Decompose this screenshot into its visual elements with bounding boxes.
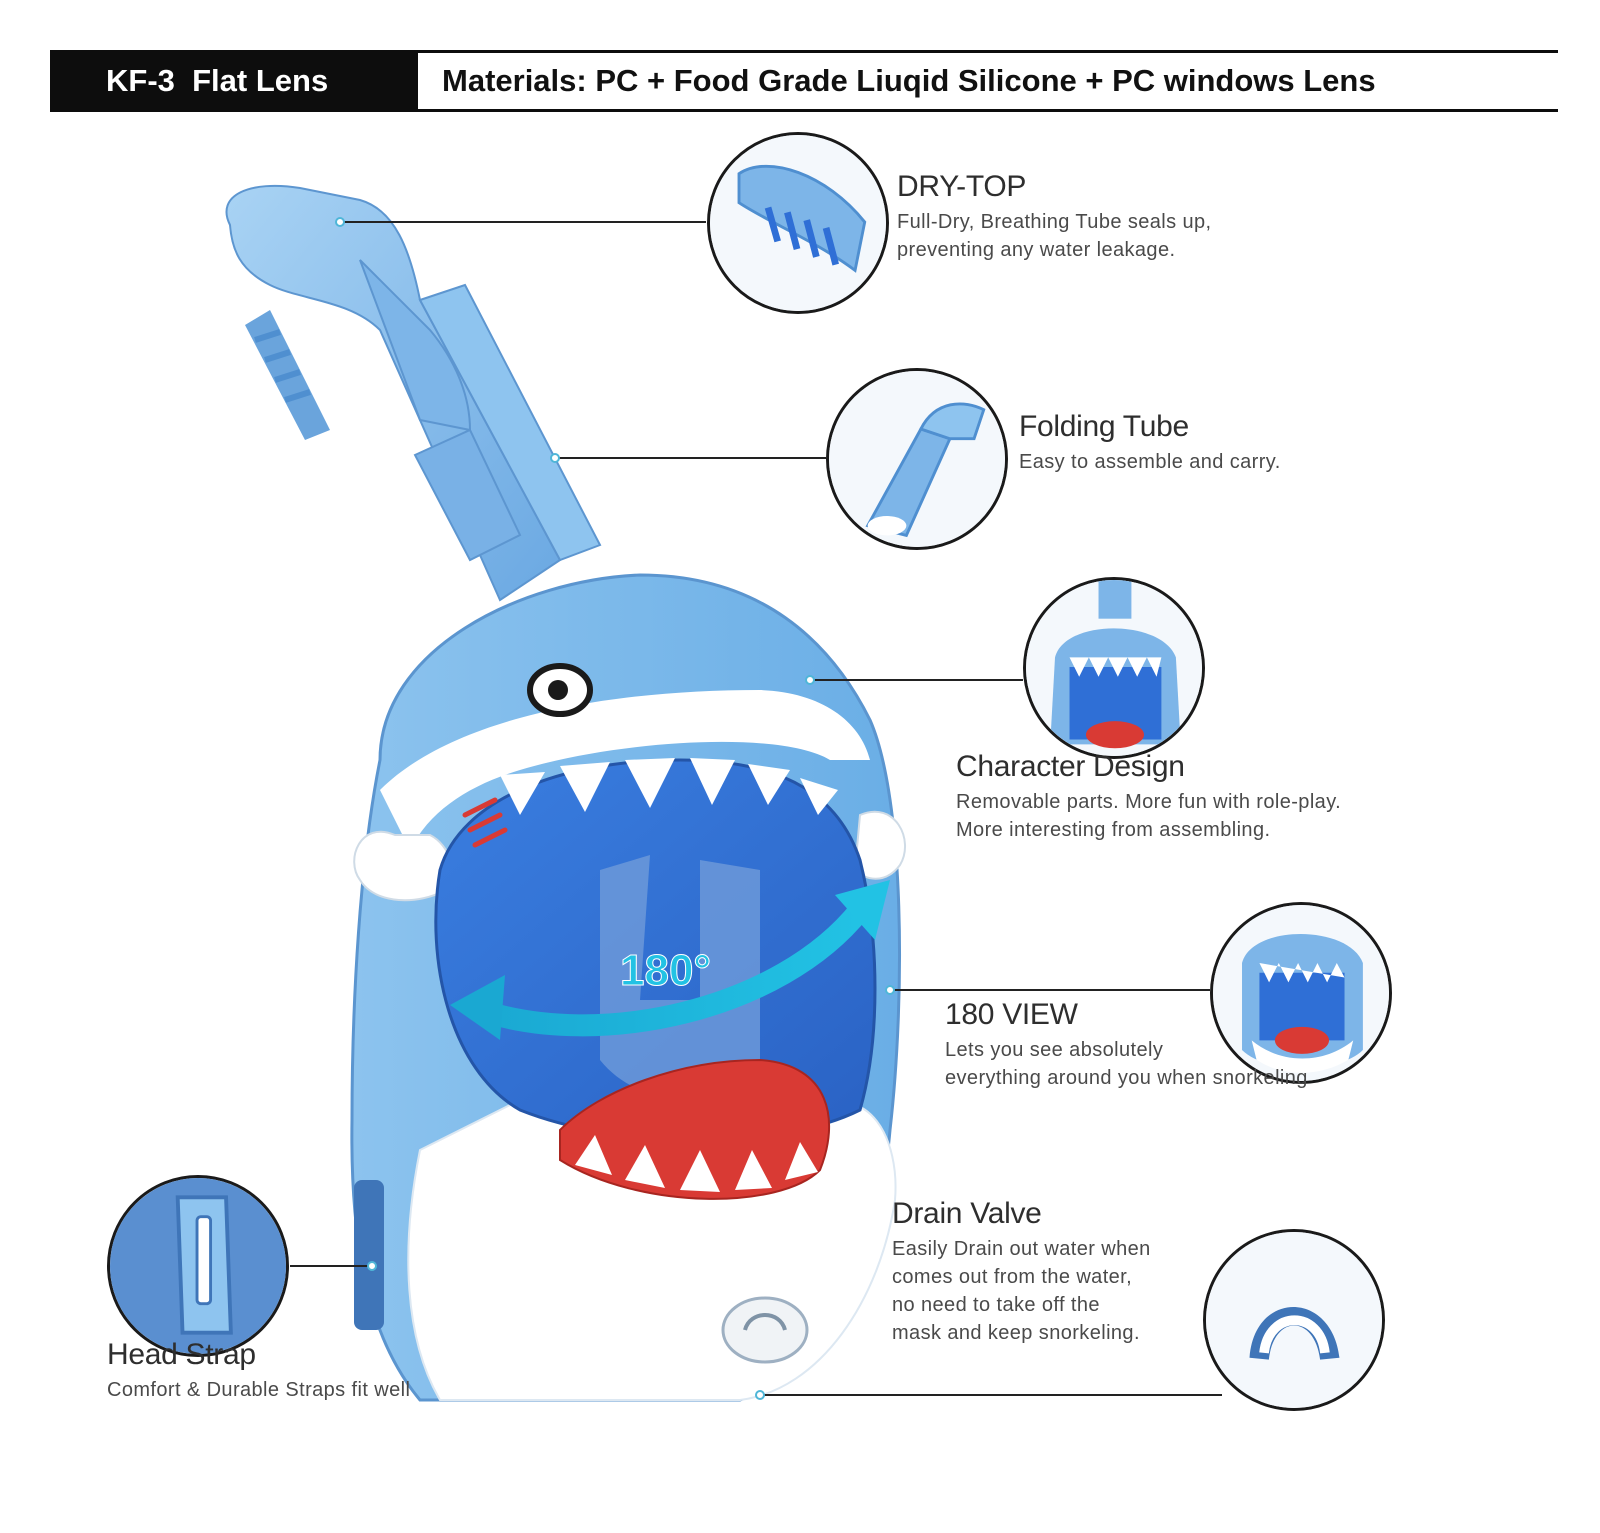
folding-tube-icon (829, 371, 1005, 547)
callout-folding-tube-desc: Easy to assemble and carry. (1019, 448, 1281, 476)
callout-character-design: Character Design Removable parts. More f… (956, 750, 1341, 844)
gill-marks (462, 797, 508, 848)
drain-valve-part (721, 1296, 809, 1364)
upper-teeth (500, 758, 838, 815)
snorkel-tube (225, 184, 633, 631)
callout-view-180-desc: Lets you see absolutely everything aroun… (945, 1036, 1308, 1092)
callout-dry-top: DRY-TOP Full-Dry, Breathing Tube seals u… (897, 170, 1211, 264)
head-strap-detail-image (107, 1175, 289, 1357)
callout-dry-top-desc: Full-Dry, Breathing Tube seals up, preve… (897, 208, 1211, 264)
callout-drain-valve-desc-line: comes out from the water, (892, 1266, 1133, 1288)
header-divider-bottom (418, 109, 1558, 112)
callout-drain-valve-desc-line: mask and keep snorkeling. (892, 1322, 1140, 1344)
character-design-detail-image (1023, 577, 1205, 759)
callout-drain-valve-desc: Easily Drain out water when comes out fr… (892, 1235, 1151, 1347)
callout-head-strap-desc-line: Comfort & Durable Straps fit well (107, 1379, 411, 1401)
view-angle-label: 180° (620, 946, 711, 995)
view-180-detail-image (1210, 902, 1392, 1084)
drain-valve-icon (1206, 1232, 1382, 1408)
drain-valve-detail-image (1203, 1229, 1385, 1411)
header-divider-top (418, 50, 1558, 53)
callout-character-design-desc: Removable parts. More fun with role-play… (956, 788, 1341, 844)
callout-character-design-desc-line: More interesting from assembling. (956, 819, 1271, 841)
mask-front-icon (1026, 580, 1202, 756)
callout-folding-tube-desc-line: Easy to assemble and carry. (1019, 451, 1281, 473)
callout-folding-tube: Folding Tube Easy to assemble and carry. (1019, 410, 1281, 476)
view-180-arrow: 180° (450, 880, 890, 1040)
leader-lines (290, 221, 1222, 1396)
lower-teeth (575, 1135, 818, 1192)
callout-view-180-title: 180 VIEW (945, 998, 1078, 1031)
callout-drain-valve: Drain Valve Easily Drain out water when … (892, 1197, 1151, 1347)
dry-top-valve-icon (710, 135, 886, 311)
mask-body (350, 573, 906, 1402)
callout-dry-top-title: DRY-TOP (897, 170, 1027, 203)
model-label: KF-3 Flat Lens (50, 50, 418, 112)
callout-drain-valve-desc-line: no need to take off the (892, 1294, 1100, 1316)
callout-view-180-desc-line: everything around you when snorkeling (945, 1067, 1308, 1089)
callout-folding-tube-title: Folding Tube (1019, 410, 1189, 443)
callout-dry-top-desc-line: preventing any water leakage. (897, 239, 1176, 261)
callout-character-design-desc-line: Removable parts. More fun with role-play… (956, 791, 1342, 813)
callout-dry-top-desc-line: Full-Dry, Breathing Tube seals up, (897, 211, 1212, 233)
dry-top-detail-image (707, 132, 889, 314)
header-bar: KF-3 Flat Lens Materials: PC + Food Grad… (50, 50, 1558, 112)
callout-head-strap-title: Head Strap (107, 1338, 256, 1371)
callout-view-180-desc-line: Lets you see absolutely (945, 1039, 1164, 1061)
callout-head-strap-desc: Comfort & Durable Straps fit well (107, 1376, 410, 1404)
callout-drain-valve-desc-line: Easily Drain out water when (892, 1238, 1151, 1260)
materials-label: Materials: PC + Food Grade Liuqid Silico… (442, 63, 1376, 98)
strap-buckle-icon (110, 1178, 286, 1354)
folding-tube-detail-image (826, 368, 1008, 550)
strap-clip (354, 1180, 384, 1330)
callout-drain-valve-title: Drain Valve (892, 1197, 1042, 1230)
callout-head-strap: Head Strap Comfort & Durable Straps fit … (107, 1338, 410, 1404)
leader-dots (335, 217, 895, 1400)
mask-full-icon (1213, 905, 1389, 1081)
callout-character-design-title: Character Design (956, 750, 1185, 783)
callout-view-180: 180 VIEW Lets you see absolutely everyth… (945, 998, 1308, 1092)
